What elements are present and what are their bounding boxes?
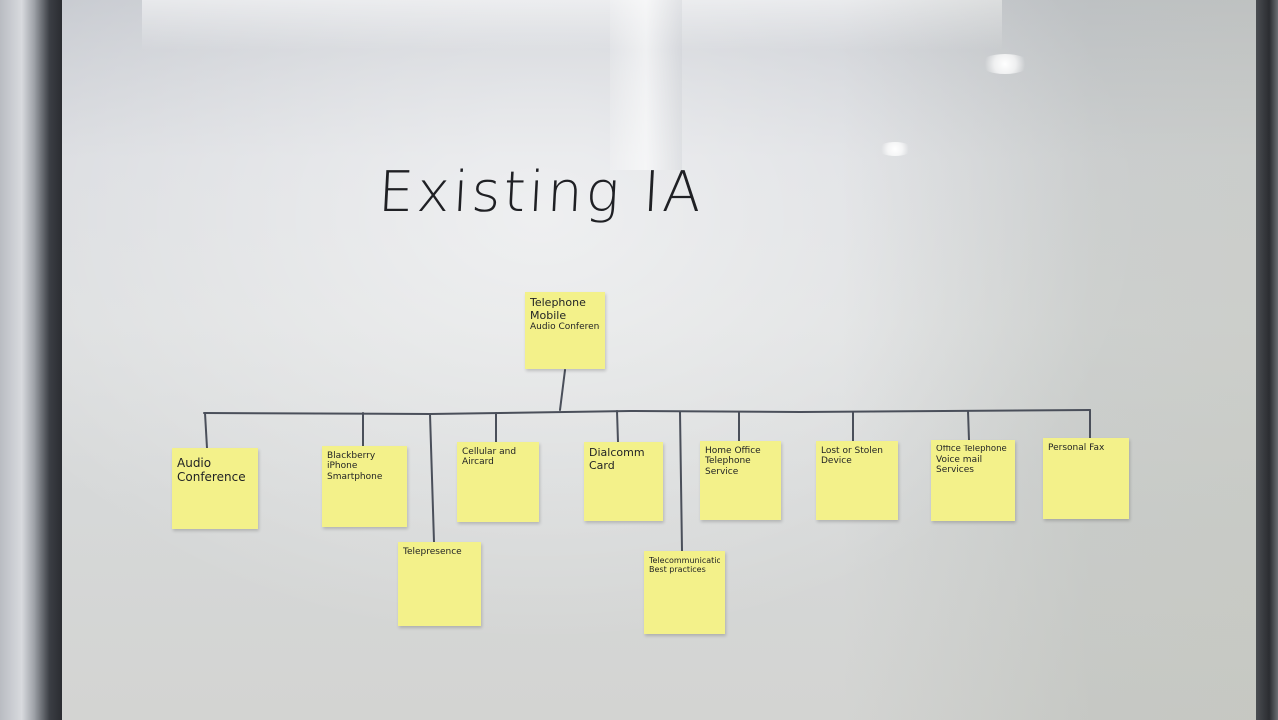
room-reflection: [842, 0, 1256, 720]
ceiling-light: [980, 54, 1030, 74]
note-line: Telephone: [530, 297, 586, 309]
branch-line-telepresence: [429, 413, 435, 543]
sticky-note-home-office: Home Office Telephone Service: [700, 441, 781, 520]
sticky-note-office-telephone: Office Telephone Voice mail Services: [931, 440, 1015, 521]
root-connector-line: [559, 369, 566, 411]
note-line: Conference: [177, 470, 246, 484]
note-line: Telecommunication: [649, 556, 720, 565]
branch-line-audio-conference: [204, 412, 208, 449]
note-line: Lost or Stolen: [821, 446, 883, 456]
sticky-note-root: Telephone Mobile Audio Conferenc: [525, 292, 605, 369]
note-line: Services: [936, 465, 974, 476]
note-line: Telepresence: [403, 547, 462, 557]
sticky-note-lost-stolen: Lost or Stolen Device: [816, 441, 898, 520]
sticky-note-telecommunication: Telecommunication Best practices: [644, 551, 725, 634]
note-line: Mobile: [530, 309, 567, 322]
note-line: Blackberry: [327, 451, 376, 461]
whiteboard: [62, 0, 1256, 720]
ceiling-reflection: [142, 0, 1002, 50]
sticky-note-personal-fax: Personal Fax: [1043, 438, 1129, 519]
sticky-note-cellular: Cellular and Aircard: [457, 442, 539, 522]
note-line: Office Telephone: [936, 445, 1007, 454]
note-line: Audio Conferenc: [530, 322, 600, 333]
note-line: Smartphone: [327, 471, 383, 482]
sticky-note-dialcomm: Dialcomm Card: [584, 442, 663, 521]
horizontal-branch-line: [203, 409, 1091, 416]
note-line: iPhone: [327, 461, 358, 472]
note-line: Device: [821, 456, 852, 467]
note-line: Audio: [177, 457, 212, 470]
note-line: Personal Fax: [1048, 443, 1105, 453]
branch-line-dialcomm: [616, 410, 619, 443]
sticky-note-audio-conference: Audio Conference: [172, 448, 258, 529]
note-line: Home Office: [705, 446, 761, 456]
ceiling-light: [878, 142, 912, 156]
note-line: Best practices: [649, 565, 706, 575]
note-line: Card: [589, 459, 615, 472]
note-line: Aircard: [462, 457, 494, 468]
sticky-note-telepresence: Telepresence: [398, 542, 481, 626]
note-line: Cellular and: [462, 447, 517, 457]
note-line: Telephone: [705, 456, 751, 467]
window-frame-right: [1256, 0, 1278, 720]
sticky-note-blackberry: Blackberry iPhone Smartphone: [322, 446, 407, 527]
note-line: Voice mail: [936, 454, 983, 465]
note-line: Service: [705, 466, 739, 477]
branch-line-office-telephone: [967, 410, 970, 441]
note-line: Dialcomm: [589, 447, 645, 459]
pipe-reflection: [610, 0, 682, 170]
window-frame-left: [0, 0, 62, 720]
branch-line-telecommunication: [679, 411, 683, 552]
